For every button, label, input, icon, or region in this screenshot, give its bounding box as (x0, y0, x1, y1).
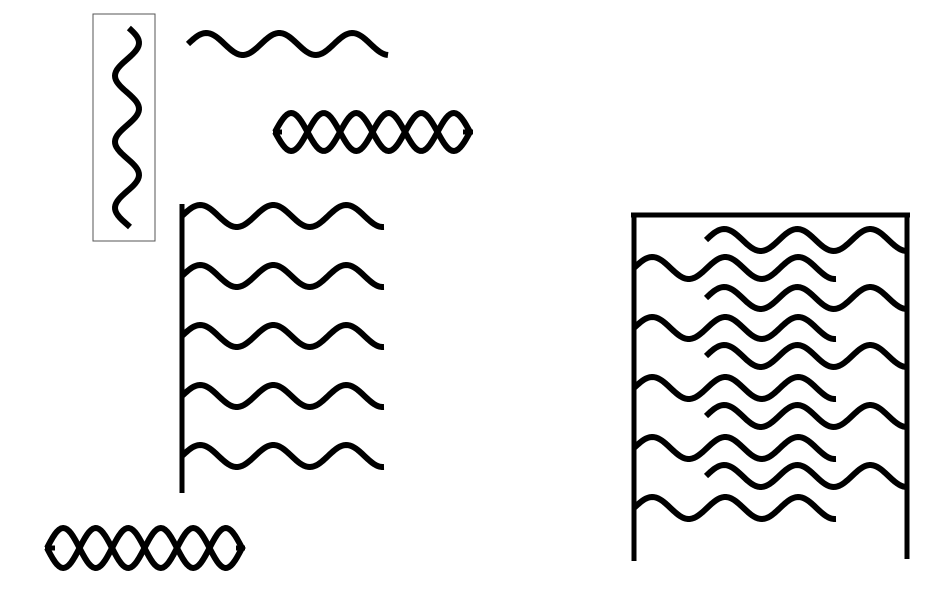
right-wave-4 (703, 402, 909, 430)
left-wave-1 (631, 254, 837, 282)
framed-staggered-wavy-lines[interactable] (631, 212, 910, 561)
right-wave-1 (703, 226, 909, 254)
comb-wave-3 (179, 322, 385, 350)
comb-wave-4 (179, 382, 385, 410)
comb-of-wavy-lines[interactable] (179, 202, 385, 493)
right-wave-2 (703, 284, 909, 312)
right-wave-5 (703, 462, 909, 490)
wavy-line-vertical-framed[interactable] (92, 13, 156, 242)
braid-wave-lower (272, 110, 473, 154)
comb-wave-2 (179, 262, 385, 290)
left-wave-2 (631, 314, 837, 342)
comb-wave-1 (179, 202, 385, 230)
small-braid-wave-lower (44, 525, 246, 571)
vertical-wave-path (112, 25, 142, 230)
wavy-line-single[interactable] (185, 30, 389, 58)
comb-wave-5 (179, 442, 385, 470)
double-wavy-line-braided-small[interactable] (44, 525, 246, 571)
left-wave-5 (631, 494, 837, 522)
right-wave-3 (703, 342, 909, 370)
left-wave-3 (631, 374, 837, 402)
double-wavy-line-braided[interactable] (272, 110, 473, 154)
wave-path (185, 30, 389, 58)
frame-box (92, 13, 156, 242)
left-wave-4 (631, 434, 837, 462)
